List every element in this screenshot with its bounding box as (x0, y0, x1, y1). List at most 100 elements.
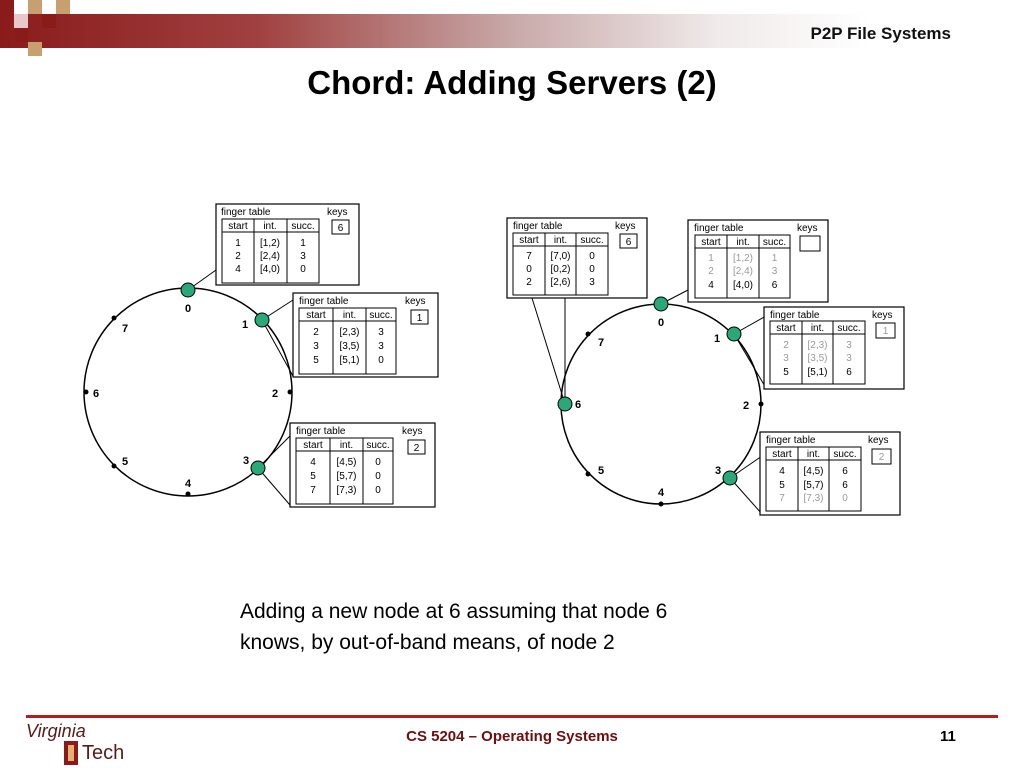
cell-start: 5 (779, 480, 785, 491)
finger-table-node-3: finger table keys 2 start int. succ. 4 [… (759, 431, 901, 516)
node-0 (180, 282, 196, 298)
finger-table-label: finger table (694, 223, 744, 234)
finger-table-node-6: finger table keys 6 start int. succ. 7 [… (506, 217, 648, 299)
cell-succ: 3 (589, 277, 595, 288)
column-header-int: int. (807, 449, 820, 460)
column-header-start: start (519, 235, 539, 246)
cell-int: [4,0) (733, 280, 753, 291)
ring-label: 2 (743, 400, 749, 412)
keys-box (331, 219, 350, 235)
cell-start: 4 (310, 457, 316, 468)
keys-box (871, 448, 892, 465)
cell-succ: 6 (842, 466, 848, 477)
node-3 (250, 460, 266, 476)
cell-int: [5,1) (807, 367, 827, 378)
cell-start: 5 (313, 355, 319, 366)
logo-square (42, 14, 56, 28)
cell-succ: 3 (378, 341, 384, 352)
column-header-start: start (303, 440, 323, 451)
pointer-line (257, 435, 291, 469)
keys-label: keys (327, 207, 348, 218)
footer-course-title: CS 5204 – Operating Systems (406, 728, 618, 745)
keys-label: keys (402, 426, 423, 437)
cell-int: [1,2) (260, 238, 280, 249)
cell-start: 7 (779, 493, 785, 504)
ring-label: 6 (93, 388, 99, 400)
ring-label: 0 (185, 303, 191, 315)
cell-int: [2,4) (260, 251, 280, 262)
ring-label: 5 (122, 456, 128, 468)
ring-label: 3 (243, 455, 249, 467)
pointer-line (257, 467, 291, 506)
header-gradient-bar (0, 14, 1024, 48)
cell-int: [7,0) (550, 251, 570, 262)
cell-int: [1,2) (733, 253, 753, 264)
ring-point-7 (585, 331, 591, 337)
keys-label: keys (797, 223, 818, 234)
left-diagram: 0 1 2 3 4 5 6 7 finger table keys 6 star… (83, 203, 439, 508)
cell-succ: 0 (375, 485, 381, 496)
cell-start: 2 (708, 266, 714, 277)
ring-point-5 (585, 471, 591, 477)
keys-value: 1 (417, 313, 423, 324)
cell-start: 0 (526, 264, 532, 275)
column-header-int: int. (263, 221, 276, 232)
column-header-start: start (776, 323, 796, 334)
cell-start: 1 (708, 253, 714, 264)
caption: Adding a new node at 6 assuming that nod… (240, 596, 800, 658)
svg-text:Tech: Tech (82, 742, 124, 764)
ring-label: 7 (598, 337, 604, 349)
keys-value: 6 (338, 223, 344, 234)
cell-succ: 1 (300, 238, 306, 249)
cell-succ: 3 (378, 327, 384, 338)
ring-label: 4 (185, 478, 192, 490)
node-1 (726, 326, 742, 342)
column-header-succ: succ. (837, 323, 860, 334)
finger-table-label: finger table (221, 207, 271, 218)
keys-label: keys (615, 221, 636, 232)
cell-succ: 6 (842, 480, 848, 491)
node-6 (557, 396, 573, 412)
cell-succ: 6 (772, 280, 778, 291)
finger-table-label: finger table (513, 221, 563, 232)
ring-label: 6 (575, 399, 581, 411)
logo-square (14, 14, 28, 28)
keys-label: keys (868, 435, 889, 446)
cell-int: [3,5) (339, 341, 359, 352)
finger-table-label: finger table (766, 435, 816, 446)
keys-box-empty (799, 235, 821, 252)
cell-int: [2,3) (339, 327, 359, 338)
pointer-line (733, 333, 767, 389)
column-header-succ: succ. (291, 221, 314, 232)
finger-table-label: finger table (296, 426, 346, 437)
cell-start: 2 (313, 327, 319, 338)
cell-int: [5,7) (336, 471, 356, 482)
cell-succ: 3 (300, 251, 306, 262)
finger-table-node-1: finger table keys 1 start int. succ. 2 [… (292, 292, 439, 378)
column-header-int: int. (811, 323, 824, 334)
ring-point-4 (658, 501, 664, 507)
ring-label: 1 (714, 333, 720, 345)
svg-text:Virginia: Virginia (26, 721, 86, 741)
column-header-int: int. (343, 310, 356, 321)
column-header-succ: succ. (369, 310, 392, 321)
cell-start: 4 (779, 466, 785, 477)
logo-square (56, 0, 70, 14)
cell-start: 2 (783, 340, 789, 351)
ring-label: 5 (598, 465, 604, 477)
cell-int: [4,0) (260, 264, 280, 275)
cell-succ: 0 (375, 471, 381, 482)
column-header-int: int. (340, 440, 353, 451)
node-3 (722, 470, 738, 486)
page-number: 11 (940, 728, 956, 745)
keys-box (619, 233, 638, 249)
ring-label: 1 (242, 319, 248, 331)
cell-succ: 3 (772, 266, 778, 277)
cell-succ: 3 (846, 340, 852, 351)
finger-table-label: finger table (299, 296, 349, 307)
keys-box (410, 309, 429, 325)
column-header-start: start (228, 221, 248, 232)
cell-start: 5 (310, 471, 316, 482)
cell-succ: 0 (375, 457, 381, 468)
